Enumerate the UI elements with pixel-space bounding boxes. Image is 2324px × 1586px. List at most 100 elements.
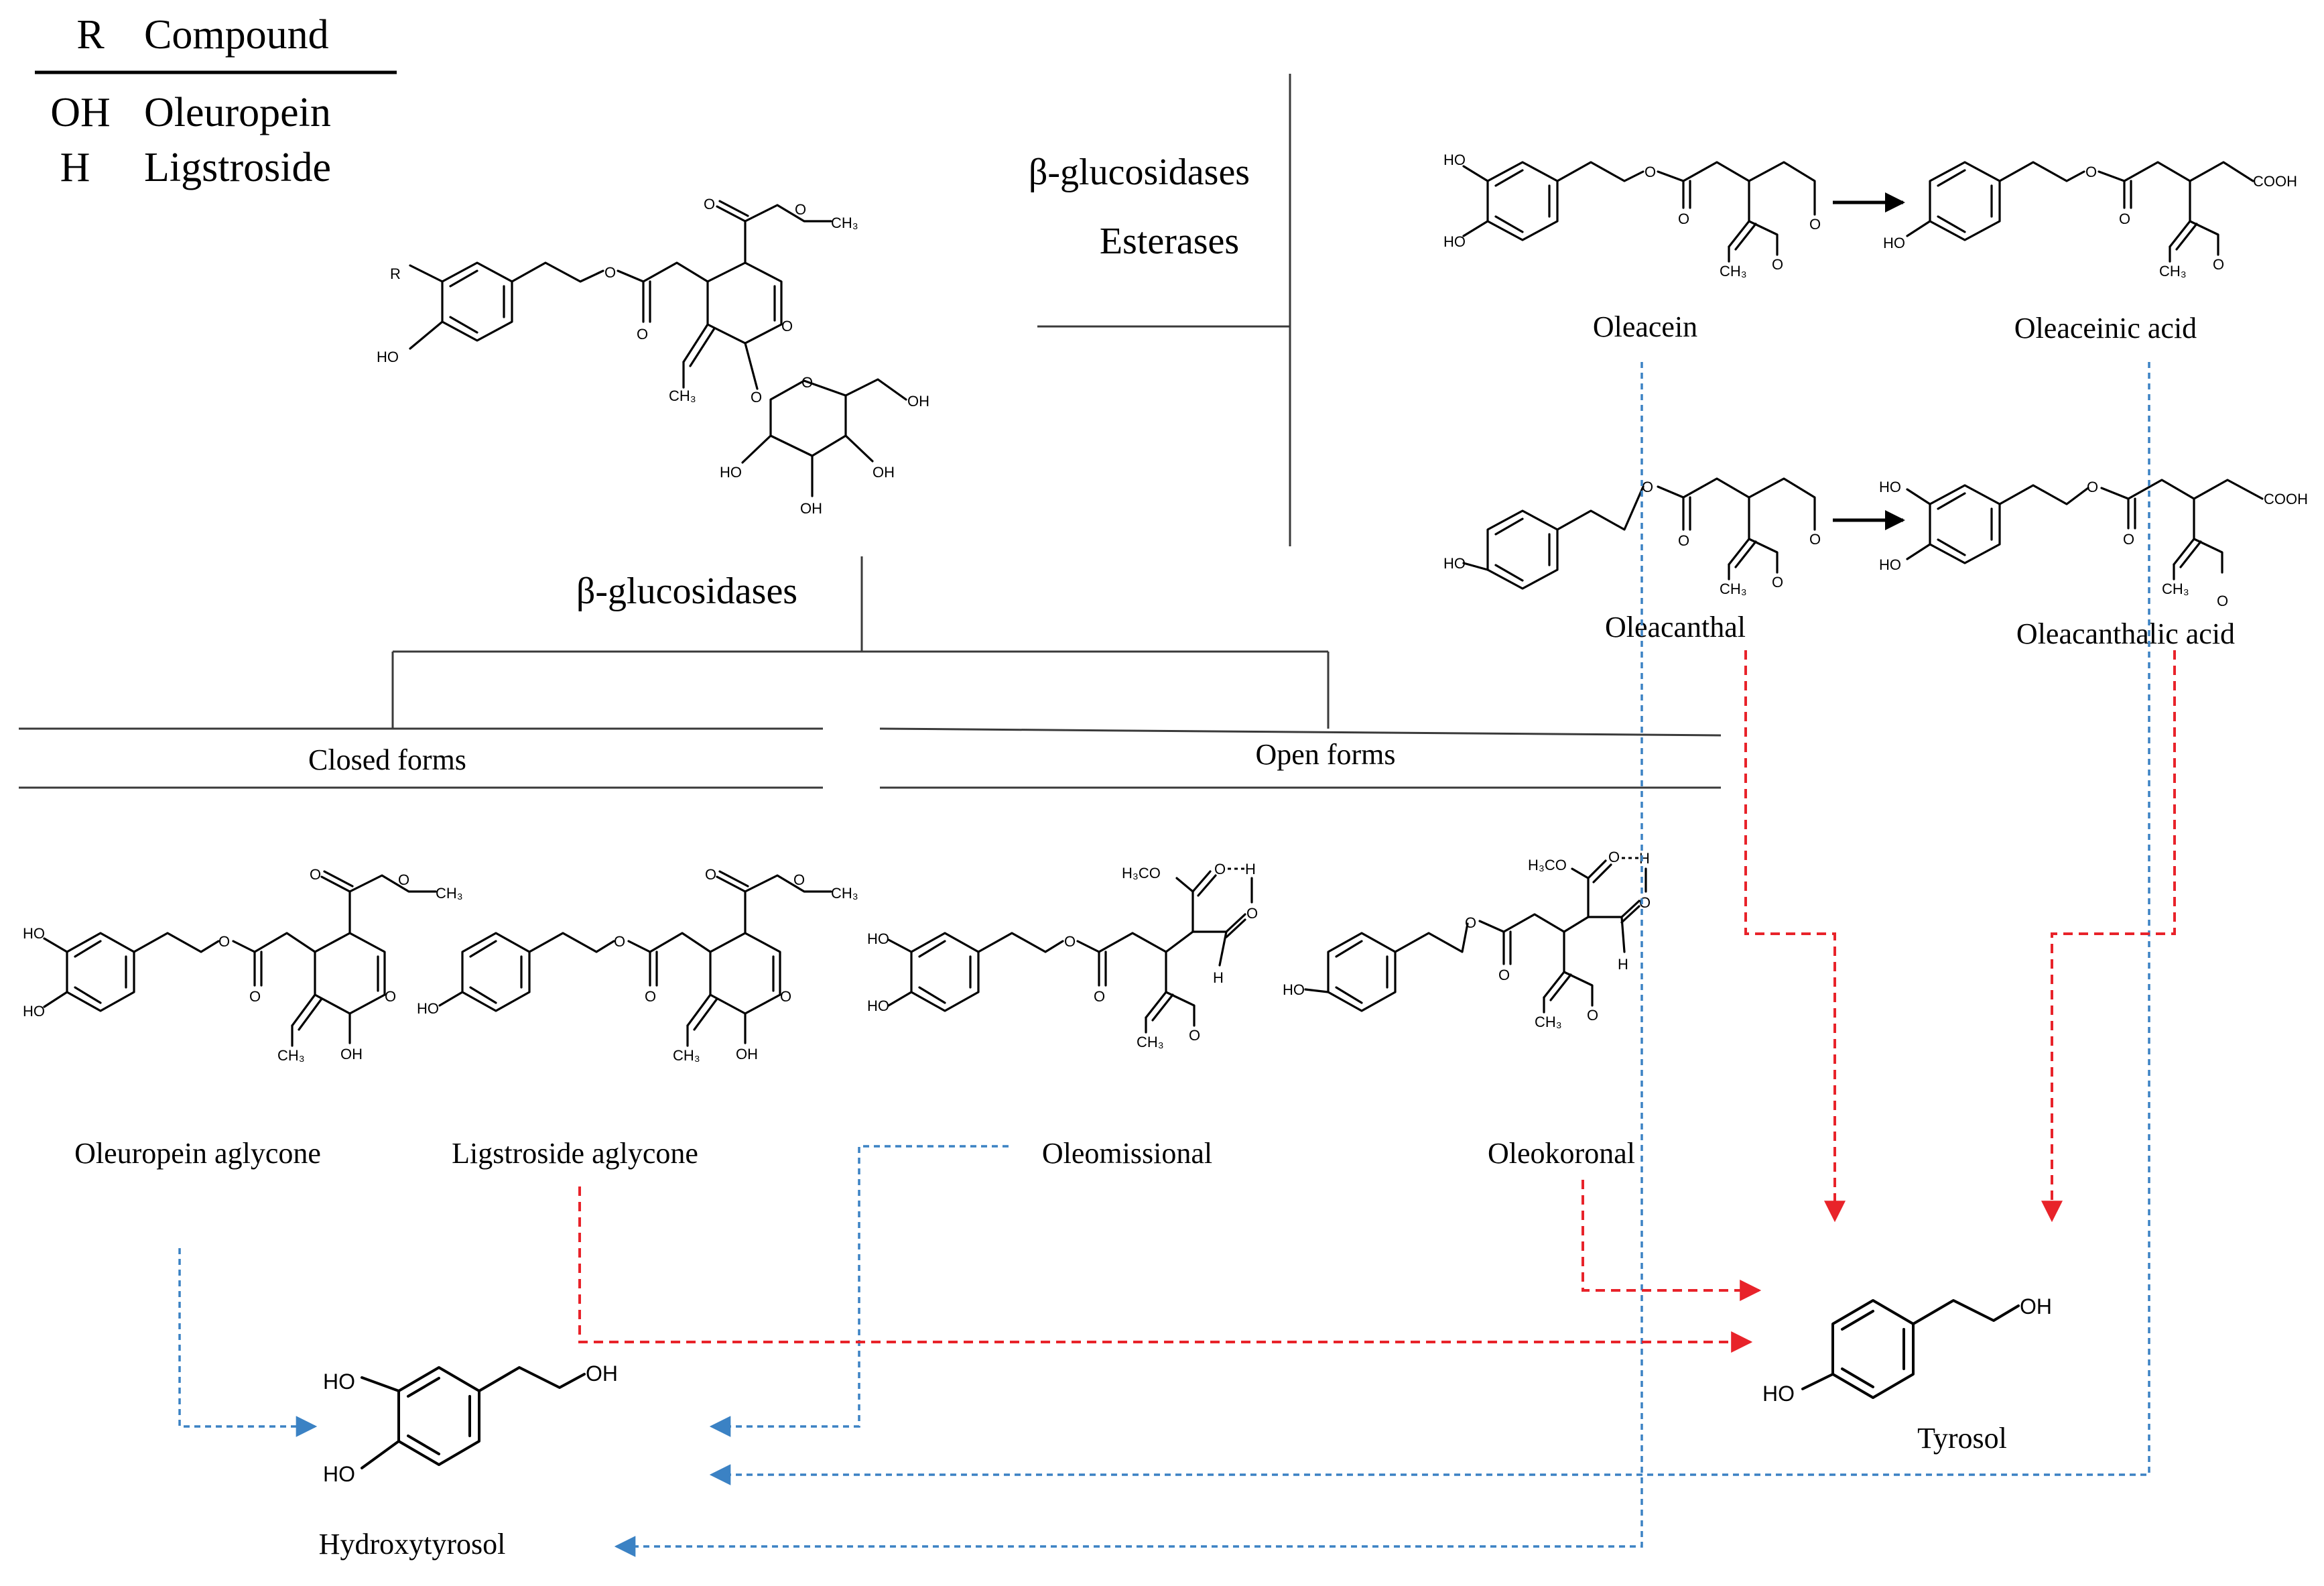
atom-o: O xyxy=(2123,531,2134,548)
atom-ho: HO xyxy=(720,464,742,481)
atom-o: O xyxy=(793,871,805,888)
arrow-ligstroside-aglycone-to-tyrosol xyxy=(578,1186,1753,1353)
substituent-table: R Compound OH Oleuropein H Ligstroside xyxy=(35,12,397,190)
atom-o: O xyxy=(781,318,793,334)
arrow-oleacanthalic-acid-to-tyrosol xyxy=(2041,650,2176,1223)
oleokoronal-structure: HO O O H₃CO O H O H CH₃ O xyxy=(1283,849,1651,1030)
atom-ho: HO xyxy=(1443,151,1466,168)
atom-o: O xyxy=(1608,849,1620,865)
group-open-forms: Open forms xyxy=(1256,738,1396,771)
atom-ho: HO xyxy=(1443,555,1466,572)
atom-ho: HO xyxy=(1879,479,1901,495)
atom-oh: OH xyxy=(736,1046,758,1062)
atom-oh: OH xyxy=(800,500,822,517)
atom-o: O xyxy=(1678,532,1689,549)
atom-o: O xyxy=(1772,574,1783,591)
branch-lines xyxy=(19,74,1722,789)
oleacein-structure: HO HO O O O CH₃ O xyxy=(1443,151,1821,280)
atom-o: O xyxy=(1465,914,1476,931)
enzyme-label-beta-glucosidases: β-glucosidases xyxy=(1029,151,1250,193)
label-oleomissional: Oleomissional xyxy=(1042,1137,1212,1170)
atom-ch3: CH₃ xyxy=(669,387,696,404)
atom-o: O xyxy=(614,933,625,950)
atom-o: O xyxy=(2119,210,2130,227)
atom-ho: HO xyxy=(1762,1382,1795,1406)
atom-ch3: CH₃ xyxy=(2159,263,2187,280)
atom-o: O xyxy=(1094,988,1105,1005)
oleuropein-aglycone-structure: HO HO O O O O O CH₃ CH₃ OH xyxy=(23,866,463,1064)
atom-o: O xyxy=(2087,479,2098,495)
label-oleacein: Oleacein xyxy=(1593,310,1697,343)
atom-o: O xyxy=(1678,210,1689,227)
atom-oh: OH xyxy=(873,464,895,481)
table-header-r: R xyxy=(76,12,105,58)
atom-o: O xyxy=(801,374,813,391)
label-tyrosol: Tyrosol xyxy=(1917,1422,2007,1455)
atom-ch3: CH₃ xyxy=(1720,263,1747,280)
atom-o: O xyxy=(385,988,396,1005)
label-oleaceinic-acid: Oleaceinic acid xyxy=(2014,312,2197,345)
atom-oh: OH xyxy=(340,1046,363,1062)
atom-o: O xyxy=(604,264,616,281)
atom-o: O xyxy=(645,988,656,1005)
atom-o: O xyxy=(780,988,791,1005)
atom-ho: HO xyxy=(1883,235,1905,251)
atom-ho: HO xyxy=(323,1462,355,1486)
atom-o: O xyxy=(249,988,261,1005)
atom-o: O xyxy=(637,326,648,343)
atom-o: O xyxy=(1809,216,1821,233)
atom-o: O xyxy=(1642,479,1653,495)
arrow-oleomissional-to-hydroxytyrosol xyxy=(709,1145,1009,1437)
atom-o: O xyxy=(2213,256,2224,273)
tyrosol-structure: HO OH xyxy=(1762,1294,2052,1406)
atom-r: R xyxy=(390,265,401,282)
enzyme-label-esterases: Esterases xyxy=(1100,221,1239,262)
atom-ch3: CH₃ xyxy=(1720,581,1747,597)
table-row-oleuropein: Oleuropein xyxy=(144,90,331,135)
oleaceinic-acid-structure: HO O COOH O CH₃ O xyxy=(1883,161,2297,280)
atom-o: O xyxy=(398,871,409,888)
atom-o: O xyxy=(705,866,716,883)
oleacanthal-structure: HO O O O CH₃ O xyxy=(1443,477,1821,597)
atom-o: O xyxy=(1809,531,1821,548)
arrow-oleuropein-aglycone-to-hydroxytyrosol xyxy=(178,1248,318,1437)
arrow-oleaceinic-acid-to-hydroxytyrosol xyxy=(709,362,2150,1485)
group-closed-forms: Closed forms xyxy=(308,743,466,776)
atom-o: O xyxy=(1644,164,1656,180)
atom-h: H xyxy=(1213,969,1224,986)
atom-o: O xyxy=(1214,861,1226,877)
atom-o: O xyxy=(795,201,806,218)
atom-o: O xyxy=(1064,933,1076,950)
atom-ch3: CH₃ xyxy=(2162,581,2189,597)
table-row-r-oh: OH xyxy=(50,90,111,135)
enzyme-label-beta-glucosidases-middle: β-glucosidases xyxy=(576,570,797,612)
atom-o: O xyxy=(1772,256,1783,273)
atom-ho: HO xyxy=(1443,233,1466,250)
table-row-r-h: H xyxy=(60,145,90,190)
atom-o: O xyxy=(751,389,762,406)
atom-ch3: CH₃ xyxy=(436,885,463,902)
tyrosol-pathway-arrows xyxy=(578,650,2176,1353)
atom-o: O xyxy=(310,866,321,883)
atom-ho: HO xyxy=(23,925,45,942)
atom-ho: HO xyxy=(417,1000,439,1017)
ligstroside-aglycone-structure: HO O O O O O CH₃ CH₃ OH xyxy=(417,866,858,1064)
atom-oh: OH xyxy=(2020,1294,2052,1319)
hydroxytyrosol-pathway-arrows xyxy=(178,362,2150,1557)
label-oleuropein-aglycone: Oleuropein aglycone xyxy=(74,1137,321,1170)
atom-h3co: H₃CO xyxy=(1528,857,1567,873)
atom-ho: HO xyxy=(867,930,889,947)
atom-o: O xyxy=(704,196,715,212)
atom-oh: OH xyxy=(907,393,929,410)
atom-ch3: CH₃ xyxy=(831,215,858,231)
table-header-compound: Compound xyxy=(144,12,329,58)
atom-o: O xyxy=(218,933,230,950)
atom-ch3: CH₃ xyxy=(831,885,858,902)
oleomissional-structure: HO HO O O H₃CO O H O H CH₃ O xyxy=(867,861,1258,1050)
atom-h: H xyxy=(1245,861,1256,877)
atom-h: H xyxy=(1618,956,1628,973)
atom-o: O xyxy=(2217,593,2228,609)
atom-oh: OH xyxy=(586,1361,618,1386)
atom-ho: HO xyxy=(867,997,889,1014)
